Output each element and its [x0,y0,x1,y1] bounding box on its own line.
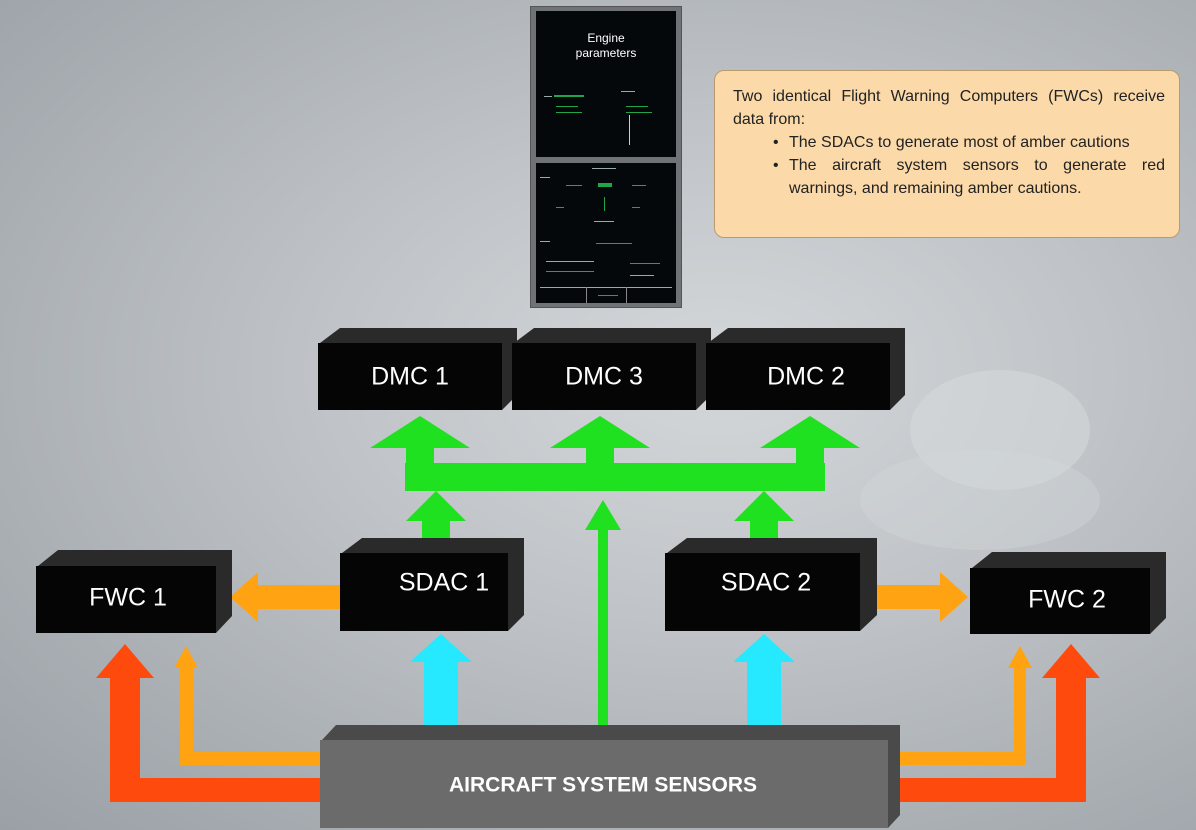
green-stem-dmc1 [406,448,434,468]
green-stem-sensors [598,528,608,734]
sensors-box: AIRCRAFT SYSTEM SENSORS [320,725,900,828]
sdac1-box: SDAC 1 [340,538,524,631]
sdac2-label: SDAC 2 [721,569,811,597]
sdac1-label: SDAC 1 [399,569,489,597]
fwc2-label: FWC 2 [1028,586,1106,614]
red-arrow-fwc1 [96,644,154,678]
fwc1-label: FWC 1 [89,584,167,612]
green-bus-bar [405,463,825,491]
orange-thin-arrow-fwc2 [1008,646,1032,668]
green-arrow-to-dmc1 [370,416,470,448]
green-stem-dmc3 [586,448,614,468]
green-stem-dmc2 [796,448,824,468]
ecam-display: Engine parameters [530,6,682,308]
orange-arrow-to-fwc2 [940,572,968,622]
fwc1-box: FWC 1 [36,550,232,633]
corner-logo [1160,808,1196,830]
note-bullet-list: The SDACs to generate most of amber caut… [733,131,1165,200]
note-bullet-sdacs: The SDACs to generate most of amber caut… [773,131,1165,154]
dmc1-box: DMC 1 [318,328,517,410]
sensors-label: AIRCRAFT SYSTEM SENSORS [449,774,757,797]
engine-parameters-title: Engine parameters [575,31,637,60]
red-line-left [110,676,322,802]
green-arrow-sdac1-up [406,491,466,521]
dmc2-box: DMC 2 [706,328,905,410]
dmc3-box: DMC 3 [512,328,711,410]
orange-stem-sdac1-fwc1 [256,585,342,609]
dmc2-label: DMC 2 [767,363,845,391]
note-intro: Two identical Flight Warning Computers (… [733,88,1165,128]
sdac2-box: SDAC 2 [665,538,877,631]
orange-arrow-to-fwc1 [230,572,258,622]
red-arrow-fwc2 [1042,644,1100,678]
dmc1-label: DMC 1 [371,363,449,391]
red-line-right [888,676,1086,802]
cyan-stem-sdac2 [747,660,781,734]
cyan-arrow-sdac1 [410,634,472,662]
red-arrows [96,644,1100,802]
dmc3-label: DMC 3 [565,363,643,391]
green-arrows [370,416,860,734]
green-arrow-to-dmc3 [550,416,650,448]
system-display-panel [536,163,676,303]
orange-thin-line-right [888,668,1026,765]
note-bullet-sensors: The aircraft system sensors to generate … [773,154,1165,200]
fwc-info-note: Two identical Flight Warning Computers (… [714,70,1180,238]
orange-thin-arrow-fwc1 [174,646,198,668]
orange-thin-line-left [180,666,322,765]
green-arrow-sdac2-up [734,491,794,521]
cyan-arrows [410,634,795,734]
cyan-stem-sdac1 [424,660,458,734]
green-arrow-sensors-up [585,500,621,530]
fwc2-box: FWC 2 [970,552,1166,634]
cyan-arrow-sdac2 [733,634,795,662]
engine-display-panel: Engine parameters [536,11,676,157]
green-arrow-to-dmc2 [760,416,860,448]
